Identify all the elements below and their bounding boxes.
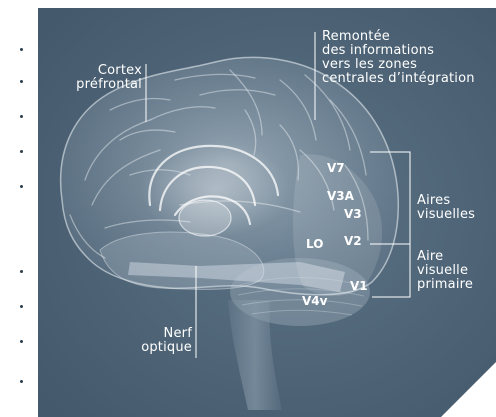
area-v3: V3 — [344, 208, 362, 220]
area-v7: V7 — [327, 162, 345, 174]
area-v1: V1 — [350, 280, 368, 292]
label-nerf-optique: Nerf optique — [128, 327, 192, 355]
label-aires-visuelles: Aires visuelles — [417, 194, 493, 222]
label-aire-visuelle-primaire: Aire visuelle primaire — [417, 250, 493, 292]
area-lo: LO — [306, 238, 323, 250]
area-v4v: V4v — [302, 295, 327, 307]
area-v2: V2 — [344, 235, 362, 247]
label-cortex-prefrontal: Cortex préfrontal — [64, 64, 142, 92]
label-remontee-informations: Remontée des informations vers les zones… — [322, 30, 494, 86]
thalamus-shape — [179, 200, 231, 236]
area-v3a: V3A — [327, 190, 354, 202]
